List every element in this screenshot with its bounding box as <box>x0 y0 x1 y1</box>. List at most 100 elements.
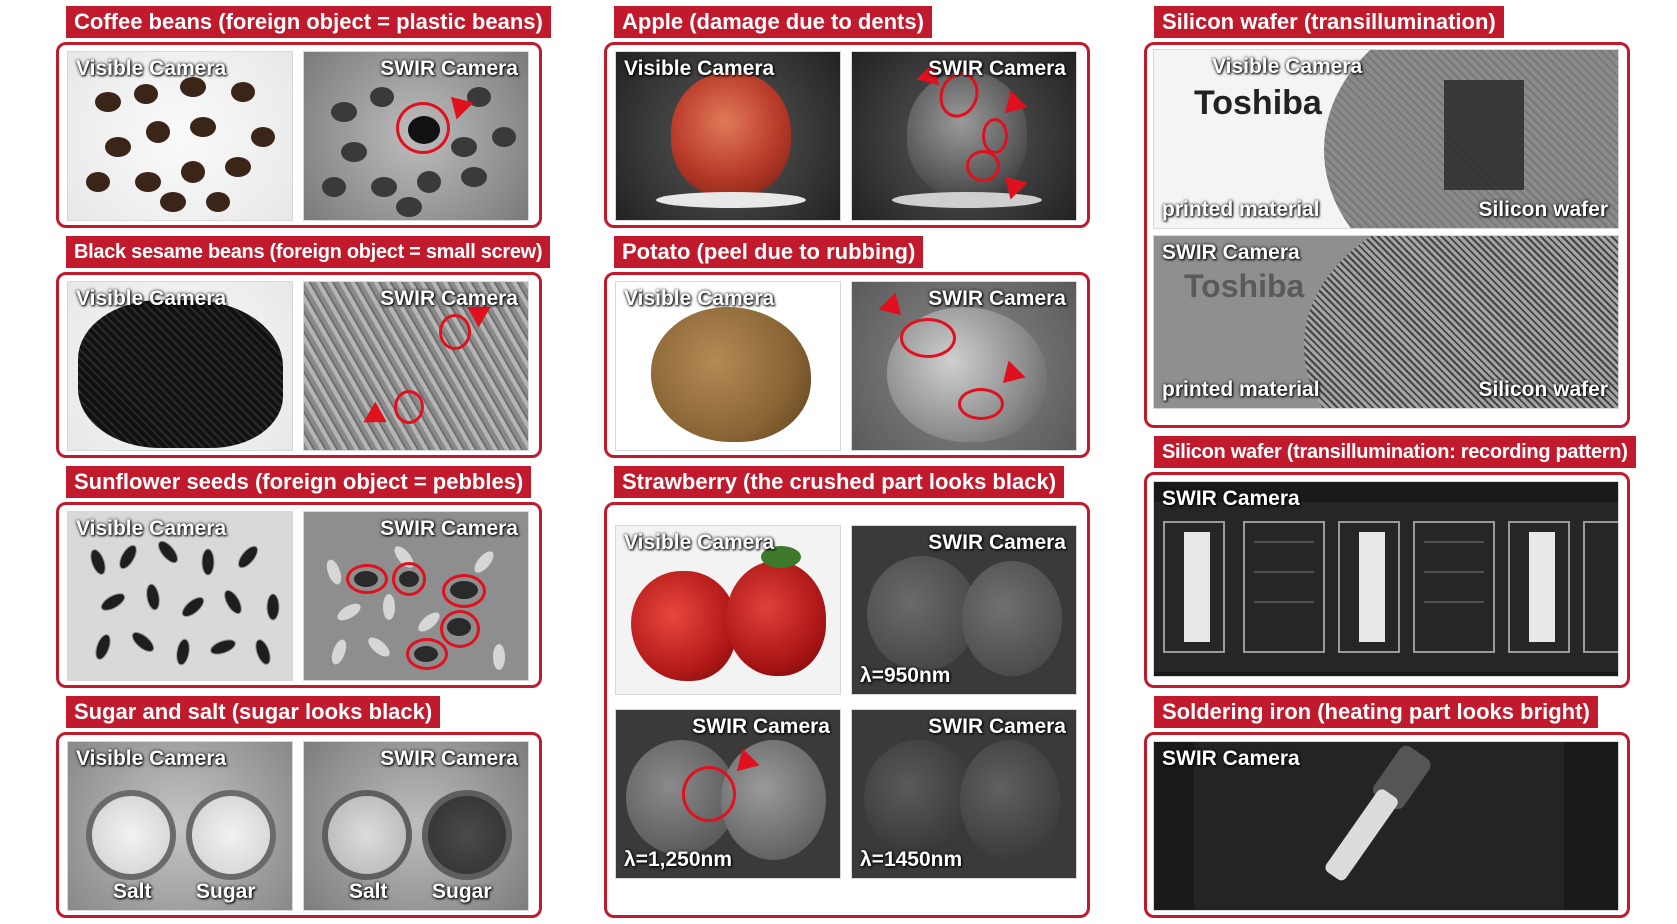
coffee-beans-visible <box>86 77 275 212</box>
visible-camera-image: Visible Camera <box>615 51 841 221</box>
highlight-ring <box>346 564 388 594</box>
panel-title: Sunflower seeds (foreign object = pebble… <box>66 466 532 498</box>
swir-camera-image: SWIR Camera <box>851 51 1077 221</box>
swir-camera-image: SWIR Camera <box>1153 481 1619 677</box>
swir-camera-image-1250: SWIR Camera λ=1,250nm <box>615 709 841 879</box>
coffee-beans-swir <box>322 87 516 217</box>
highlight-ring <box>442 574 486 608</box>
swir-camera-label: SWIR Camera <box>928 531 1066 554</box>
swir-camera-label: SWIR Camera <box>1162 747 1300 770</box>
visible-camera-label: Visible Camera <box>624 57 775 80</box>
pointer-arrow-icon <box>878 292 910 324</box>
swir-camera-image: SWIR Camera <box>1153 741 1619 911</box>
panel-title: Silicon wafer (transillumination: record… <box>1154 436 1636 468</box>
swir-camera-image: SWIR Camera <box>303 281 529 451</box>
swir-camera-image: SWIR Camera <box>851 281 1077 451</box>
silicon-wafer-label: Silicon wafer <box>1478 378 1608 401</box>
swir-camera-label: SWIR Camera <box>380 287 518 310</box>
swir-camera-label: SWIR Camera <box>1162 241 1300 264</box>
wavelength-label: λ=1450nm <box>860 848 963 871</box>
panel-black-sesame: Black sesame beans (foreign object = sma… <box>56 236 551 458</box>
highlight-ring <box>900 318 956 358</box>
sunflower-seeds-visible <box>90 540 280 666</box>
swir-camera-image: SWIR Camera <box>303 511 529 681</box>
highlight-ring <box>392 562 426 596</box>
panel-apple: Apple (damage due to dents) Visible Came… <box>604 6 1090 228</box>
swir-camera-label: SWIR Camera <box>380 747 518 770</box>
visible-camera-image: Visible Camera Salt Sugar <box>67 741 293 911</box>
panel-title: Strawberry (the crushed part looks black… <box>614 466 1065 498</box>
panel-frame: Visible Camera Salt Sugar SWIR Camera Sa… <box>56 732 542 918</box>
visible-camera-label: Visible Camera <box>76 287 227 310</box>
visible-camera-label: Visible Camera <box>624 287 775 310</box>
swir-camera-label: SWIR Camera <box>928 57 1066 80</box>
panel-sunflower-seeds: Sunflower seeds (foreign object = pebble… <box>56 466 542 688</box>
highlight-ring <box>682 766 736 822</box>
panel-silicon-wafer-pattern: Silicon wafer (transillumination: record… <box>1144 436 1636 688</box>
panel-title: Potato (peel due to rubbing) <box>614 236 924 268</box>
panel-potato: Potato (peel due to rubbing) Visible Cam… <box>604 236 1090 458</box>
soldering-iron-swir <box>1194 742 1564 910</box>
highlight-ring <box>958 388 1004 420</box>
visible-camera-image: Visible Camera <box>67 51 293 221</box>
panel-soldering-iron: Soldering iron (heating part looks brigh… <box>1144 696 1630 918</box>
panel-title: Sugar and salt (sugar looks black) <box>66 696 441 728</box>
highlight-ring <box>396 102 450 154</box>
panel-frame: Visible Camera Toshiba printed material … <box>1144 42 1630 428</box>
panel-title: Silicon wafer (transillumination) <box>1154 6 1504 38</box>
salt-label: Salt <box>113 880 152 903</box>
swir-camera-label: SWIR Camera <box>928 715 1066 738</box>
panel-sugar-and-salt: Sugar and salt (sugar looks black) Visib… <box>56 696 542 918</box>
panel-title: Black sesame beans (foreign object = sma… <box>66 236 551 268</box>
panel-frame: Visible Camera SWIR Camera <box>56 272 542 458</box>
circuit-pattern <box>1154 502 1618 672</box>
sugar-label: Sugar <box>196 880 256 903</box>
panel-frame: SWIR Camera <box>1144 472 1630 688</box>
visible-camera-label: Visible Camera <box>1212 55 1363 78</box>
highlight-ring <box>406 638 448 670</box>
visible-camera-image: Visible Camera Toshiba printed material … <box>1153 49 1619 229</box>
panel-coffee-beans: Coffee beans (foreign object = plastic b… <box>56 6 551 228</box>
visible-camera-label: Visible Camera <box>624 531 775 554</box>
swir-camera-image: SWIR Camera <box>303 51 529 221</box>
panel-frame: Visible Camera SWIR Camera <box>56 42 542 228</box>
swir-camera-label: SWIR Camera <box>380 517 518 540</box>
highlight-ring <box>982 118 1008 154</box>
swir-camera-label: SWIR Camera <box>1162 487 1300 510</box>
panel-frame: Visible Camera SWIR Camera <box>604 42 1090 228</box>
visible-camera-image: Visible Camera <box>615 525 841 695</box>
highlight-ring <box>966 150 1000 182</box>
swir-camera-label: SWIR Camera <box>692 715 830 738</box>
highlight-ring <box>439 314 471 350</box>
silicon-wafer-label: Silicon wafer <box>1478 198 1608 221</box>
panel-frame: Visible Camera SWIR Camera <box>604 272 1090 458</box>
panel-title: Apple (damage due to dents) <box>614 6 932 38</box>
visible-camera-image: Visible Camera <box>615 281 841 451</box>
pointer-arrow-icon <box>363 401 393 433</box>
panel-frame: Visible Camera <box>56 502 542 688</box>
panel-title: Soldering iron (heating part looks brigh… <box>1154 696 1598 728</box>
toshiba-brand-text: Toshiba <box>1184 268 1305 304</box>
panel-silicon-wafer: Silicon wafer (transillumination) Visibl… <box>1144 6 1630 428</box>
wavelength-label: λ=950nm <box>860 664 951 687</box>
visible-camera-image: Visible Camera <box>67 281 293 451</box>
swir-camera-image-1450: SWIR Camera λ=1450nm <box>851 709 1077 879</box>
toshiba-brand-text: Toshiba <box>1194 84 1322 122</box>
sugar-label: Sugar <box>432 880 492 903</box>
visible-camera-label: Visible Camera <box>76 747 227 770</box>
swir-camera-label: SWIR Camera <box>380 57 518 80</box>
printed-material-label: printed material <box>1162 198 1320 221</box>
highlight-ring <box>440 610 480 648</box>
visible-camera-label: Visible Camera <box>76 57 227 80</box>
visible-camera-label: Visible Camera <box>76 517 227 540</box>
panel-frame: SWIR Camera <box>1144 732 1630 918</box>
visible-camera-image: Visible Camera <box>67 511 293 681</box>
printed-material-label: printed material <box>1162 378 1320 401</box>
swir-camera-image-950: SWIR Camera λ=950nm <box>851 525 1077 695</box>
highlight-ring <box>394 390 424 424</box>
panel-title: Coffee beans (foreign object = plastic b… <box>66 6 551 38</box>
panel-frame: Visible Camera SWIR Camera λ=950nm SWIR … <box>604 502 1090 918</box>
swir-camera-image: Toshiba SWIR Camera printed material Sil… <box>1153 235 1619 409</box>
swir-camera-image: SWIR Camera Salt Sugar <box>303 741 529 911</box>
wavelength-label: λ=1,250nm <box>624 848 732 871</box>
